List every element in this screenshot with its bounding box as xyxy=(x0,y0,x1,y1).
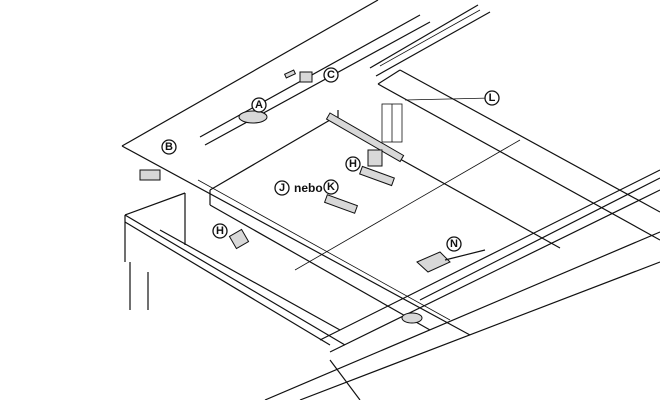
label-n: N xyxy=(446,236,462,252)
svg-text:L: L xyxy=(489,92,496,104)
label-j: J xyxy=(274,180,290,196)
dowel xyxy=(283,69,297,79)
or-text: nebo xyxy=(294,181,323,195)
label-a: A xyxy=(251,97,267,113)
label-l: L xyxy=(484,90,500,106)
label-h-second: H xyxy=(212,223,228,239)
bracket-c xyxy=(299,71,313,83)
table-frame-lines xyxy=(121,0,660,400)
label-k: K xyxy=(323,179,339,195)
hardware-parts xyxy=(139,69,486,324)
clip xyxy=(401,312,423,324)
svg-text:A: A xyxy=(255,99,263,111)
svg-text:J: J xyxy=(279,182,285,194)
connector-k2 xyxy=(323,194,359,214)
slide-rail-l xyxy=(325,112,405,163)
svg-text:B: B xyxy=(165,141,173,153)
svg-text:K: K xyxy=(327,181,335,193)
connector-k1 xyxy=(359,165,395,187)
label-b: B xyxy=(161,139,177,155)
hinge-plate-a xyxy=(238,110,268,124)
svg-text:N: N xyxy=(450,238,458,250)
label-h: H xyxy=(345,156,361,172)
svg-text:H: H xyxy=(216,225,224,237)
svg-text:H: H xyxy=(349,158,357,170)
bracket-h2 xyxy=(228,228,250,250)
bracket-h xyxy=(367,149,383,167)
svg-text:C: C xyxy=(327,69,335,81)
label-c: C xyxy=(323,67,339,83)
latch-n xyxy=(416,251,451,273)
bracket-b xyxy=(139,169,161,181)
